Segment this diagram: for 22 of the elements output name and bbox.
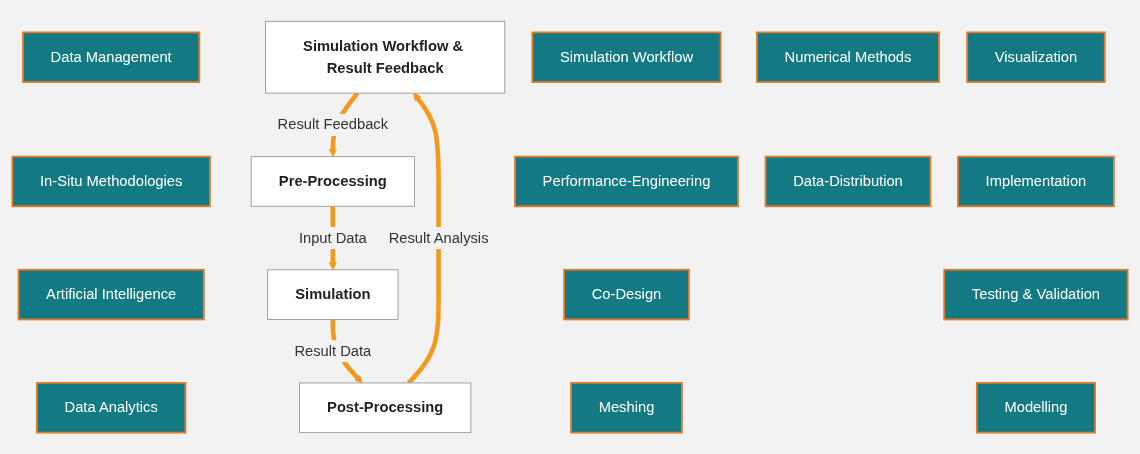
node-box: Data Analytics — [36, 382, 187, 434]
edge-label: Result Analysis — [388, 229, 489, 246]
node-box: Visualization — [966, 31, 1106, 83]
node-box: Meshing — [570, 382, 683, 434]
node-box: Data Management — [22, 31, 201, 83]
node-box: Performance-Engineering — [514, 155, 739, 208]
node-box: Co-Design — [563, 268, 690, 321]
node-box: Implementation — [957, 155, 1115, 208]
node-box: In-Situ Methodologies — [11, 155, 211, 208]
node-box: Artificial Intelligence — [17, 268, 205, 321]
node-box: Data-Distribution — [764, 155, 932, 208]
node-box: Simulation — [267, 269, 399, 320]
node-box: Numerical Methods — [756, 31, 940, 83]
edge-label: Input Data — [298, 229, 367, 246]
node-box: Modelling — [975, 382, 1096, 434]
edge-label: Result Feedback — [277, 116, 389, 133]
node-box: Post-Processing — [299, 382, 472, 434]
node-box: Pre-Processing — [250, 156, 415, 207]
node-box: Simulation Workflow — [531, 31, 722, 83]
node-box: Simulation Workflow & Result Feedback — [265, 20, 506, 94]
node-box: Testing & Validation — [943, 268, 1129, 321]
edge-label: Result Data — [294, 342, 372, 359]
